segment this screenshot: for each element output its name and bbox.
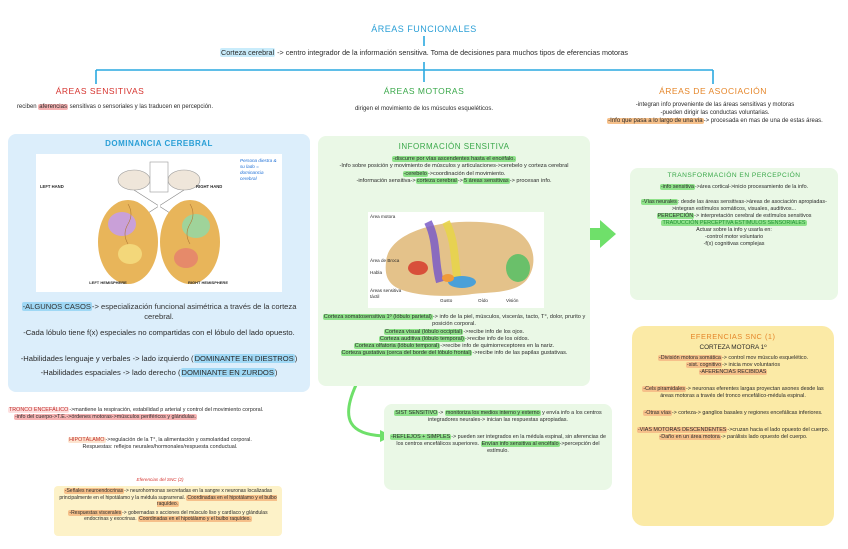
hemispheres-figure: LEFT HAND RIGHT HAND LEFT HEMISPHERE RIG… bbox=[36, 154, 282, 292]
header-subtitle: Corteza cerebral -> centro integrador de… bbox=[220, 48, 628, 57]
label-oido: Oído bbox=[478, 298, 488, 303]
eferencias-panel: EFERENCIAS SNC (1) CORTEZA MOTORA 1º -Di… bbox=[632, 326, 834, 526]
dominancia-casos: -ALGUNOS CASOS-> especialización funcion… bbox=[21, 302, 297, 321]
transformacion-title: TRANSFORMACIÓN EN PERCEPCIÓN bbox=[667, 172, 801, 179]
label-vision: Visión bbox=[506, 298, 519, 303]
brain-hemispheres-illustration bbox=[98, 161, 220, 284]
label-area-sensitiva: Áreas sensitiva táctil bbox=[370, 288, 402, 299]
sensitivas-text: reciben aferencias sensitivas o sensoria… bbox=[16, 104, 214, 110]
eferencias-text: -División motora somática-> control mov … bbox=[636, 355, 830, 441]
transformacion-text: -info sensitiva->área cortical->inicio p… bbox=[641, 184, 827, 248]
page-title: ÁREAS FUNCIONALES bbox=[371, 24, 477, 34]
dominancia-lenguaje: -Habilidades lenguaje y verbales -> lado… bbox=[20, 354, 298, 363]
eferencias-snc-2-text: -Señales neuroendocrinas-> neurohormonas… bbox=[59, 488, 277, 522]
asociacion-title: ÁREAS DE ASOCIACIÓN bbox=[659, 86, 767, 96]
label-left-hemisphere: LEFT HEMISPHERE bbox=[89, 280, 127, 285]
eferencias-snc-2-panel: -Señales neuroendocrinas-> neurohormonas… bbox=[54, 486, 282, 536]
eferencias-subtitle: CORTEZA MOTORA 1º bbox=[699, 344, 767, 351]
sist-sensitivo-panel: SIST SENSITIVO-> monitoriza los medios i… bbox=[384, 404, 612, 490]
dominancia-lobulo: -Cada lóbulo tiene f(x) especiales no co… bbox=[23, 328, 295, 337]
brain-areas-figure: Área motora Área de Broca Habla Áreas se… bbox=[368, 212, 544, 308]
label-right-hand: RIGHT HAND bbox=[196, 184, 223, 189]
transformacion-panel: TRANSFORMACIÓN EN PERCEPCIÓN -info sensi… bbox=[630, 168, 838, 300]
handwritten-note: Persona diestra & su lado = dominancia c… bbox=[240, 158, 277, 181]
informacion-title: INFORMACIÓN SENSITIVA bbox=[398, 142, 510, 151]
eferencias-snc-2-title: Eferencias del SNC (2) bbox=[136, 477, 184, 482]
informacion-text: -discurre por vías ascendentes hasta el … bbox=[339, 156, 569, 184]
brain-lateral-illustration bbox=[385, 220, 534, 296]
motoras-title: ÁREAS MOTORAS bbox=[383, 86, 465, 96]
hipotalamo-text: HIPOTÁLAMO->regulación de la T°, la alim… bbox=[68, 437, 252, 451]
sensitivas-title: ÁREAS SENSITIVAS bbox=[55, 86, 145, 96]
dominancia-title: DOMINANCIA CEREBRAL bbox=[105, 139, 213, 148]
label-area-broca: Área de Broca bbox=[370, 258, 400, 263]
tronco-encefalico-text: TRONCO ENCEFÁLICO->mantiene la respiraci… bbox=[8, 407, 264, 421]
label-right-hemisphere: RIGHT HEMISPHERE bbox=[187, 280, 228, 285]
asociacion-text: -integran info proveniente de las áreas … bbox=[607, 102, 823, 124]
label-area-motora: Área motora bbox=[370, 214, 396, 219]
label-gusto: Gusto bbox=[440, 298, 453, 303]
informacion-panel: INFORMACIÓN SENSITIVA -discurre por vías… bbox=[318, 136, 590, 386]
informacion-cortezas: Corteza somatosensitiva 1º (lóbulo parie… bbox=[322, 314, 586, 357]
sist-sensitivo-text: SIST SENSITIVO-> monitoriza los medios i… bbox=[390, 410, 606, 455]
label-left-hand: LEFT HAND bbox=[40, 184, 64, 189]
dominancia-espaciales: -Habilidades espaciales -> lado derecho … bbox=[40, 368, 278, 377]
motoras-text: dirigen el movimiento de los músculos es… bbox=[354, 106, 494, 112]
label-habla: Habla bbox=[370, 270, 383, 275]
dominancia-panel: DOMINANCIA CEREBRAL LEFT HAND RIGHT HAND… bbox=[8, 134, 310, 392]
eferencias-title: EFERENCIAS SNC (1) bbox=[690, 332, 776, 341]
